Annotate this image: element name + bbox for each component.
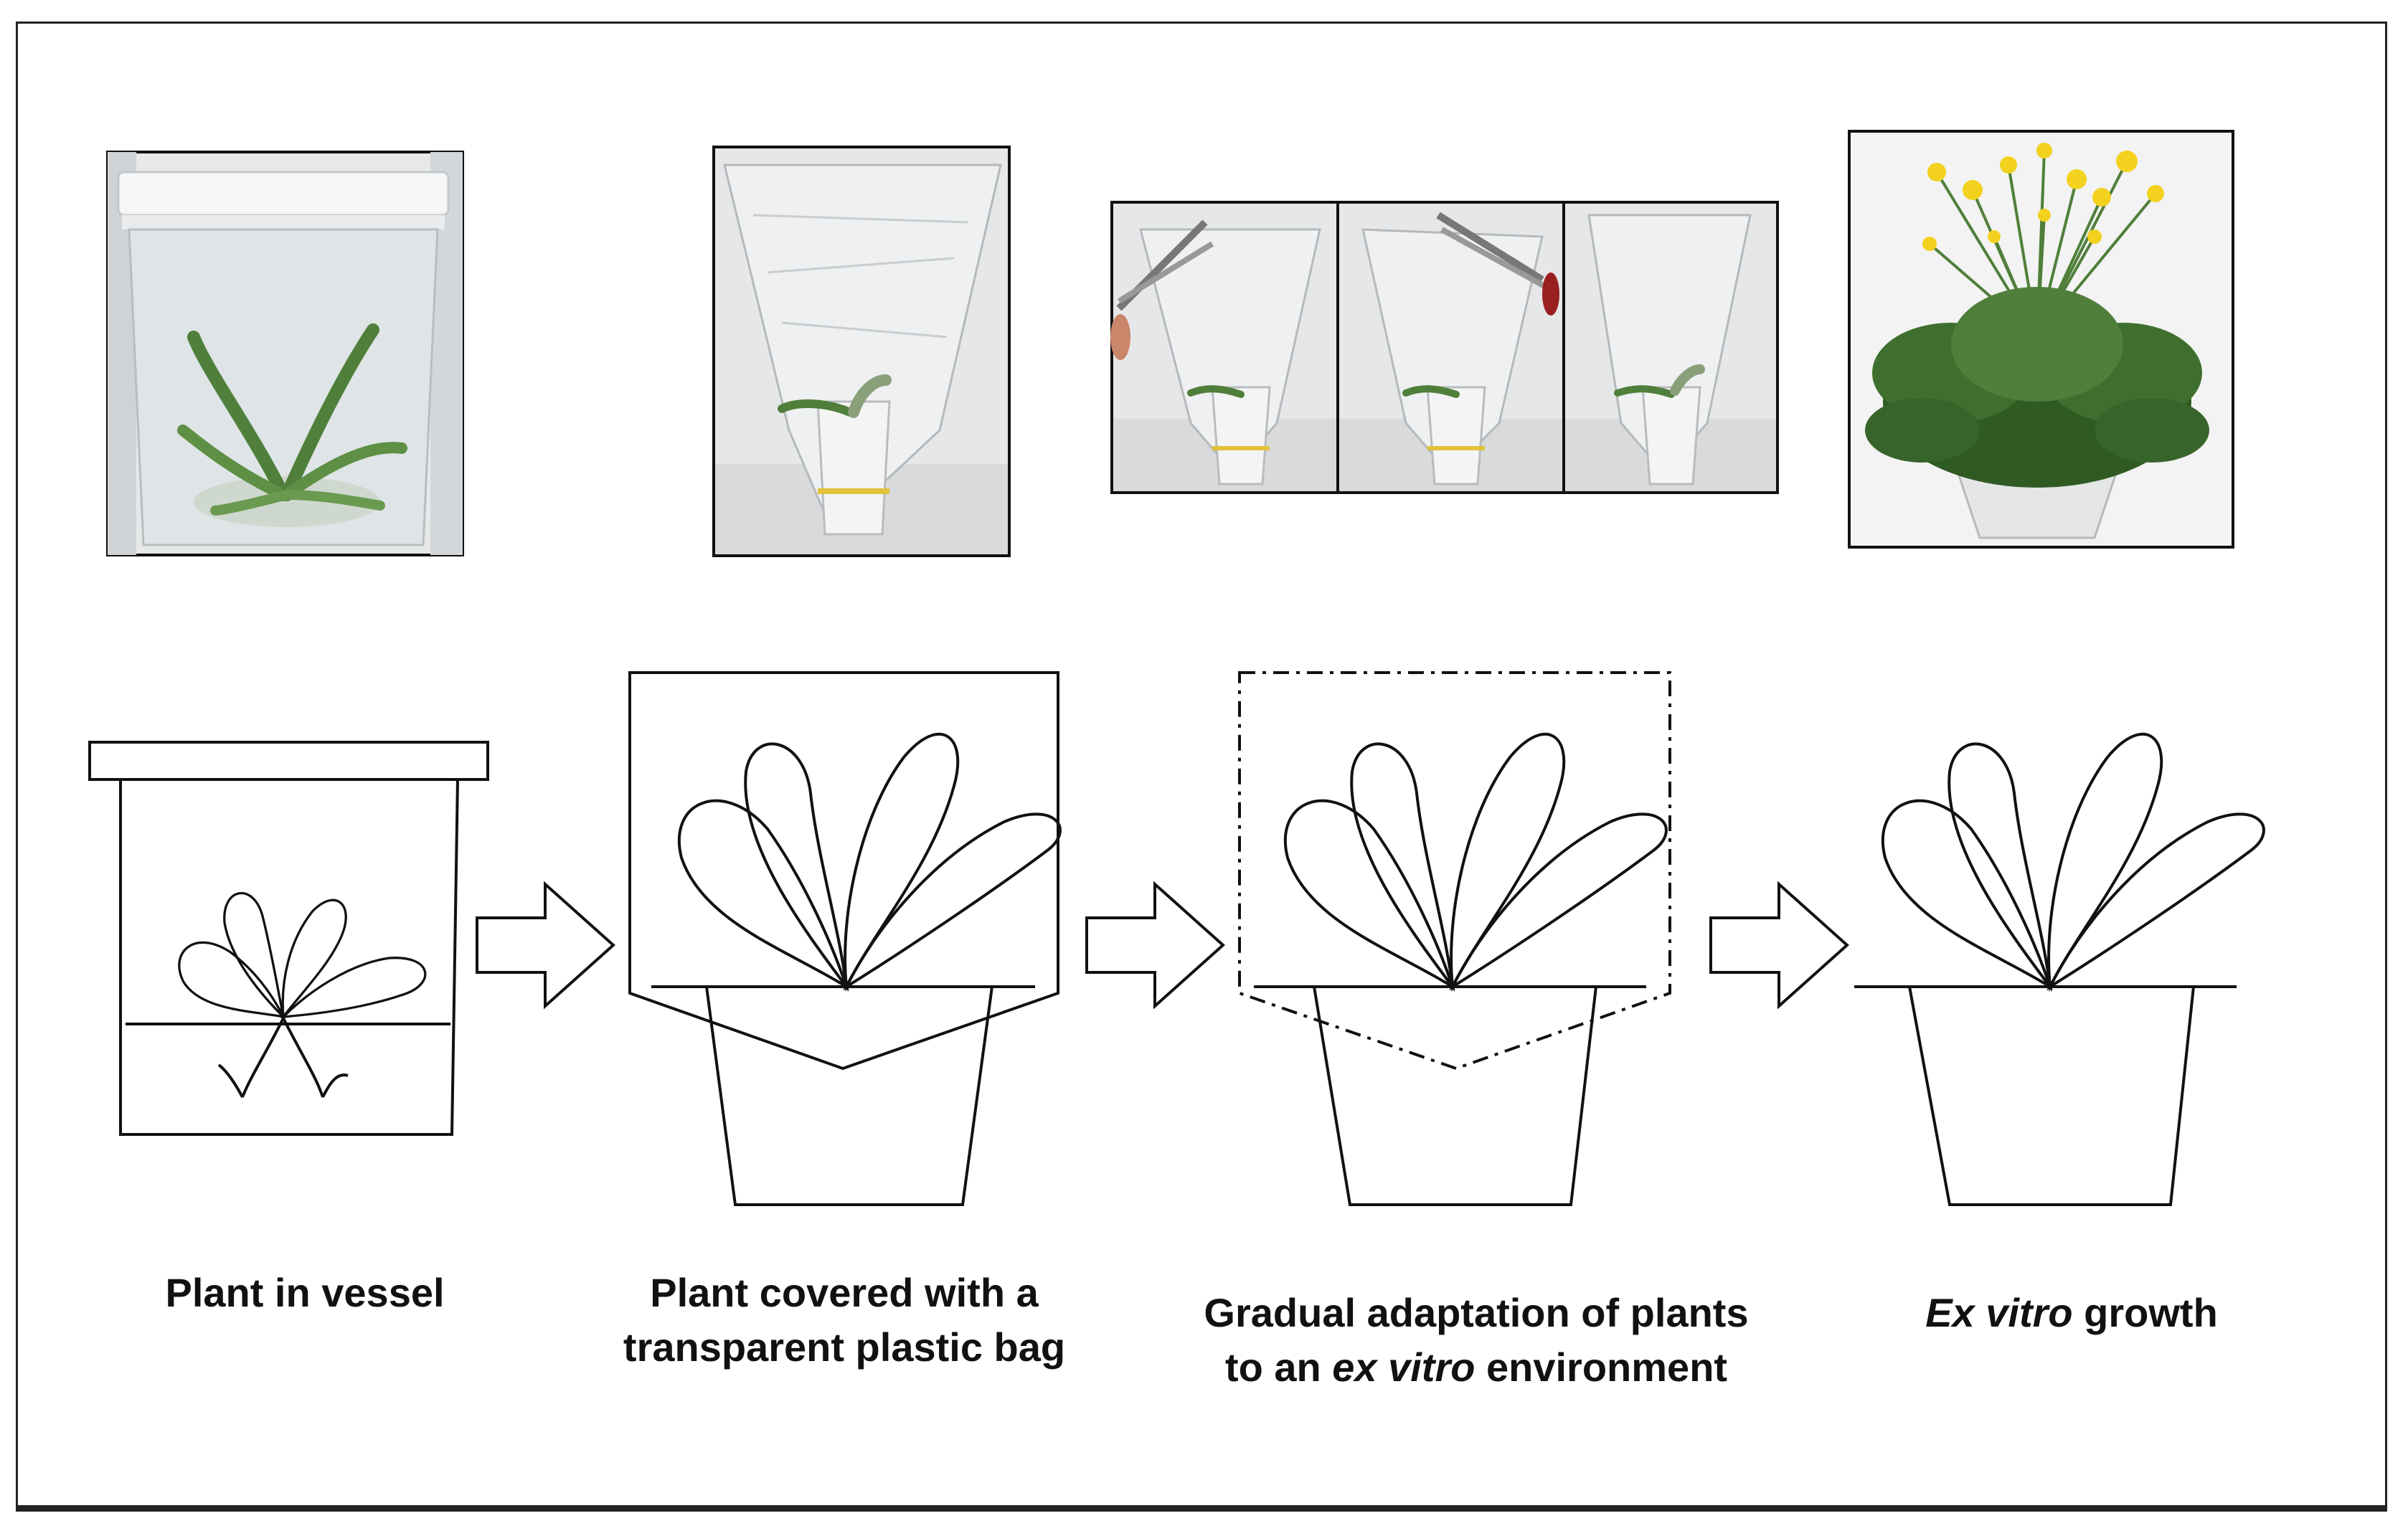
caption-text: Gradual adaptation of plants	[1204, 1290, 1749, 1335]
caption-line: Plant covered with a	[623, 1266, 1065, 1320]
scissors-icon	[1436, 212, 1559, 316]
caption-line: Ex vitro growth	[1925, 1286, 2218, 1340]
caption-text: Plant in vessel	[165, 1270, 445, 1315]
photo-plant-in-vessel	[106, 151, 464, 556]
diagram-vessel	[88, 741, 489, 1136]
photo-gradual-adaptation	[1110, 201, 1779, 494]
diagram-adapting-pot	[1238, 671, 1671, 1206]
right-arrow-icon	[476, 883, 615, 1008]
caption-gradual-adaptation: Gradual adaptation of plants to an ex vit…	[1204, 1286, 1748, 1395]
caption-text: growth	[2072, 1290, 2218, 1335]
caption-line: Plant in vessel	[165, 1266, 444, 1320]
caption-ex-vitro-growth: Ex vitro growth	[1925, 1286, 2218, 1340]
caption-italic-text: Ex vitro	[1925, 1290, 2073, 1335]
caption-plant-covered: Plant covered with a transparent plastic …	[623, 1266, 1065, 1375]
caption-line: Gradual adaptation of plants	[1204, 1286, 1748, 1340]
plant-rosette	[677, 732, 1062, 988]
caption-text: to an	[1224, 1345, 1333, 1390]
caption-italic-text: ex vitro	[1332, 1345, 1476, 1390]
caption-text: Plant covered with a	[650, 1270, 1039, 1315]
root	[282, 1018, 349, 1098]
caption-text: environment	[1475, 1345, 1728, 1390]
plant-rosette	[1283, 732, 1668, 988]
pot	[705, 986, 993, 1206]
opened-bag	[1238, 671, 1671, 1071]
diagram-ex-vitro-pot	[1854, 732, 2265, 1206]
plant-rosette	[1881, 732, 2265, 988]
pot	[1313, 986, 1597, 1206]
plastic-bag	[628, 671, 1059, 1071]
vessel-lid	[88, 741, 489, 781]
right-arrow-icon	[1085, 883, 1224, 1008]
diagram-covered-pot	[628, 671, 1062, 1206]
photo-plant-covered	[712, 146, 1011, 557]
caption-plant-in-vessel: Plant in vessel	[165, 1266, 444, 1320]
pot	[1908, 986, 2195, 1206]
vessel-body	[119, 779, 459, 1136]
photo-ex-vitro-growth	[1848, 130, 2234, 549]
right-arrow-icon	[1709, 883, 1849, 1008]
caption-text: transparent plastic bag	[623, 1324, 1066, 1370]
root	[217, 1018, 285, 1098]
caption-line: transparent plastic bag	[623, 1320, 1065, 1375]
scissors-icon	[1110, 219, 1214, 360]
caption-line: to an ex vitro environment	[1204, 1340, 1748, 1395]
